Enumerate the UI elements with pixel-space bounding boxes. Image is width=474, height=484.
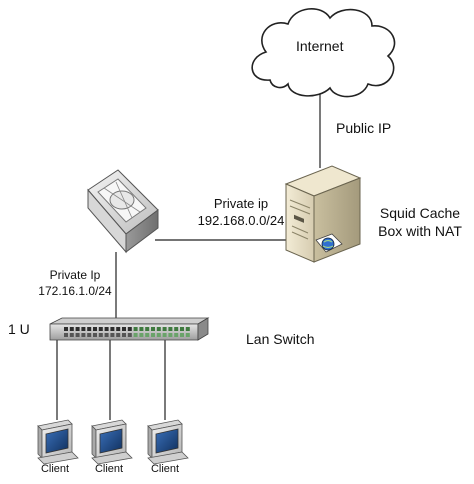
switch-port: [151, 327, 155, 331]
lan-switch-icon: [49, 317, 210, 341]
switch-port: [122, 333, 126, 337]
switch-port: [110, 333, 115, 337]
switch-port: [98, 333, 103, 337]
switch-port: [180, 327, 184, 331]
client-3-icon: [147, 419, 189, 465]
client-3-label: Client: [150, 463, 180, 475]
connection-lines: [56, 88, 321, 420]
switch-port: [185, 333, 190, 337]
switch-port: [87, 327, 92, 331]
switch-size-label: 1 U: [8, 321, 30, 337]
switch-port: [64, 327, 68, 331]
switch-port: [127, 327, 132, 331]
switch-port: [122, 327, 126, 331]
switch-port: [133, 327, 138, 331]
lan-private-ip-subnet-label: 172.16.1.0/24: [38, 284, 112, 298]
switch-port: [168, 333, 173, 337]
switch-port: [151, 333, 155, 337]
switch-port: [174, 333, 179, 337]
switch-port: [64, 333, 68, 337]
switch-port: [75, 333, 80, 337]
switch-port: [162, 333, 167, 337]
switch-port: [75, 327, 80, 331]
switch-port: [69, 333, 74, 337]
client-2-icon: [91, 419, 133, 465]
router-icon: [87, 169, 159, 254]
client-2-label: Client: [94, 463, 124, 475]
switch-port: [81, 333, 86, 337]
switch-port: [104, 333, 109, 337]
switch-port: [116, 333, 121, 337]
client-1-icon: [37, 419, 79, 465]
switch-port: [93, 327, 97, 331]
switch-port: [139, 333, 144, 337]
switch-port: [127, 333, 132, 337]
switch-port: [93, 333, 97, 337]
switch-port: [145, 327, 150, 331]
internet-label: Internet: [296, 38, 344, 54]
switch-port: [133, 333, 138, 337]
switch-port: [168, 327, 173, 331]
switch-port: [156, 333, 161, 337]
client-1-label: Client: [40, 463, 70, 475]
switch-port: [139, 327, 144, 331]
squid-label-line1: Squid Cache: [379, 205, 461, 221]
switch-port: [156, 327, 161, 331]
lan-switch-label: Lan Switch: [246, 331, 315, 347]
squid-label-line2: Box with NAT: [378, 223, 462, 239]
switch-port: [174, 327, 179, 331]
lan-private-ip-label: Private Ip: [49, 268, 101, 282]
private-ip-subnet-label: 192.168.0.0/24: [197, 213, 285, 228]
private-ip-label: Private ip: [213, 196, 269, 211]
switch-port: [110, 327, 115, 331]
switch-port: [180, 333, 184, 337]
switch-port: [87, 333, 92, 337]
switch-port: [69, 327, 74, 331]
internet-cloud: [251, 8, 396, 98]
switch-port: [98, 327, 103, 331]
public-ip-label: Public IP: [336, 120, 392, 136]
switch-port: [116, 327, 121, 331]
switch-port: [145, 333, 150, 337]
switch-port: [81, 327, 86, 331]
switch-port: [104, 327, 109, 331]
switch-port: [185, 327, 190, 331]
switch-port: [162, 327, 167, 331]
squid-server-icon: [284, 165, 362, 263]
